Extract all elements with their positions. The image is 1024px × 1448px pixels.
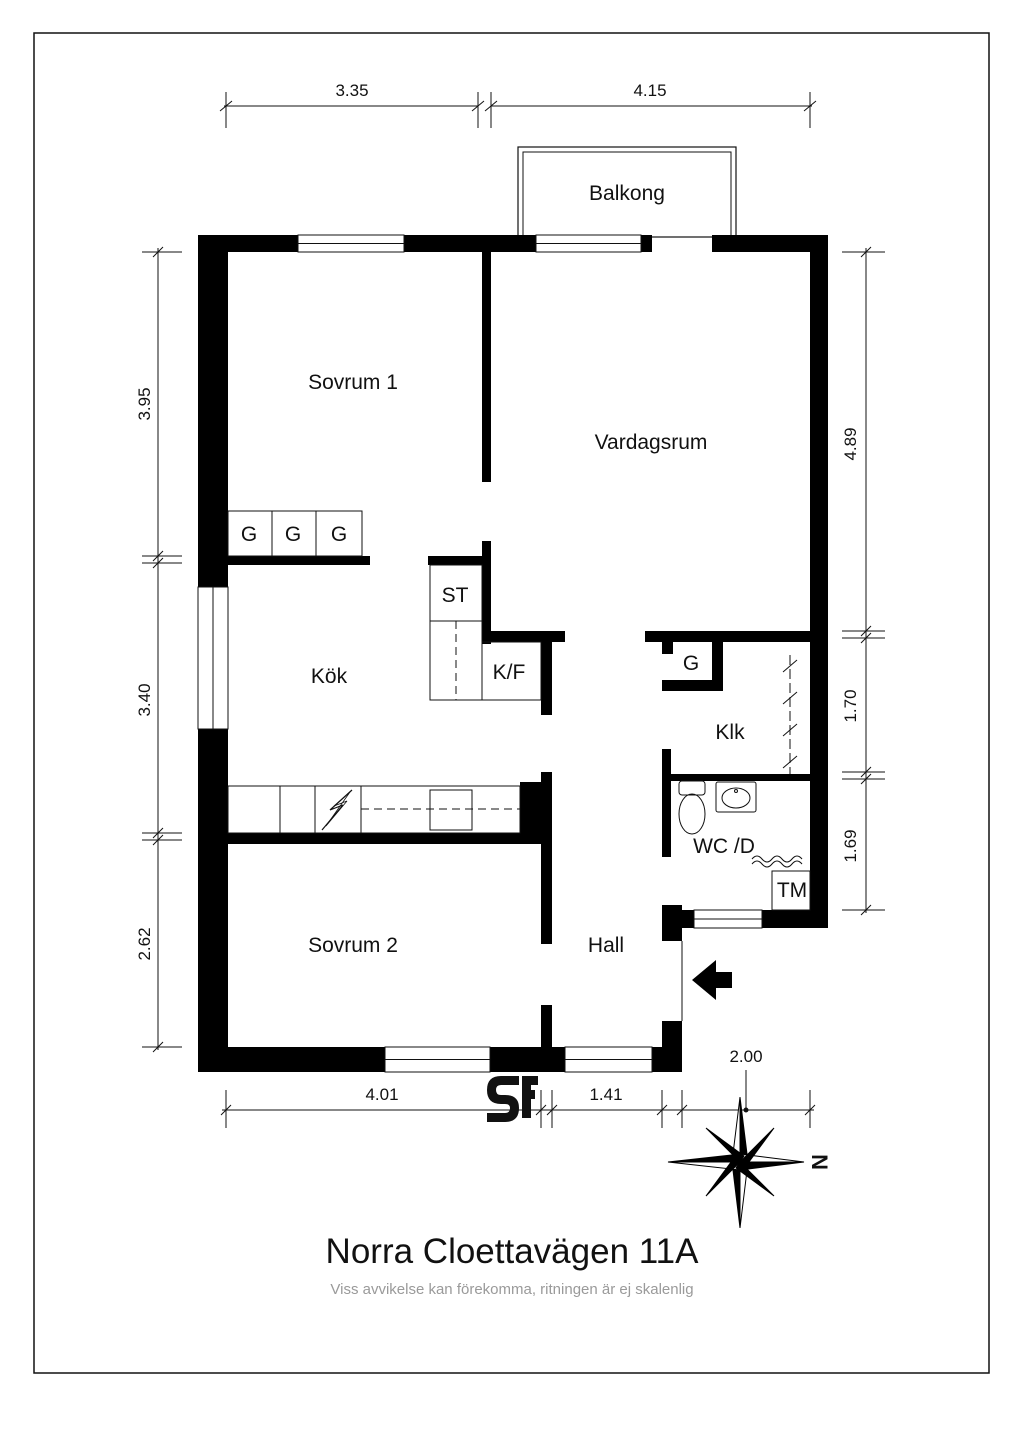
dim-top-right: 4.15 xyxy=(633,81,666,100)
page-frame xyxy=(33,32,990,1374)
kitchen-units xyxy=(429,564,542,701)
company-logo xyxy=(487,1076,538,1122)
room-label-sovrum1: Sovrum 1 xyxy=(308,371,398,394)
windows xyxy=(197,234,763,1073)
room-label-klk: Klk xyxy=(715,721,745,744)
room-labels: Balkong Sovrum 1 Vardagsrum Kök Klk WC /… xyxy=(308,182,755,957)
fixture-labels: G G G ST K/F G TM xyxy=(241,523,807,902)
entrance-arrow-icon xyxy=(692,960,732,1000)
tm-label: TM xyxy=(777,879,807,902)
dim-right-top: 4.89 xyxy=(841,427,860,460)
plan-disclaimer: Viss avvikelse kan förekomma, ritningen … xyxy=(330,1281,694,1298)
wardrobe-label: G xyxy=(331,523,347,546)
dim-right-mid: 1.70 xyxy=(841,689,860,722)
dim-left-mid: 3.40 xyxy=(135,683,154,716)
room-label-hall: Hall xyxy=(588,934,624,957)
radiator-icon xyxy=(751,855,803,868)
wardrobe-label: G xyxy=(285,523,301,546)
compass-rose-icon xyxy=(667,1096,805,1229)
wardrobe-label: G xyxy=(241,523,257,546)
dim-right-bottom: 1.69 xyxy=(841,829,860,862)
kf-label: K/F xyxy=(493,661,526,684)
st-label: ST xyxy=(442,584,469,607)
room-label-vardagsrum: Vardagsrum xyxy=(595,431,708,454)
plan-title: Norra Cloettavägen 11A xyxy=(325,1232,699,1271)
dim-bottom-right: 2.00 xyxy=(729,1047,762,1066)
room-label-wc: WC /D xyxy=(693,835,755,858)
tm-box xyxy=(771,870,811,911)
sink-icon xyxy=(715,781,757,813)
room-label-balkong: Balkong xyxy=(589,182,665,205)
dim-left-bottom: 2.62 xyxy=(135,927,154,960)
dimension-labels: 3.35 4.15 3.95 3.40 2.62 4.89 1.70 1.69 … xyxy=(135,81,860,1104)
closet-rod xyxy=(782,655,798,774)
wardrobes xyxy=(227,510,363,557)
dim-bottom-mid: 1.41 xyxy=(589,1085,622,1104)
room-label-sovrum2: Sovrum 2 xyxy=(308,934,398,957)
compass-north-label: N xyxy=(807,1154,832,1170)
kitchen-counter xyxy=(227,785,521,834)
closet-label: G xyxy=(683,652,699,675)
toilet-icon xyxy=(678,780,706,835)
dim-top-left: 3.35 xyxy=(335,81,368,100)
walls xyxy=(198,235,828,1072)
dim-left-top: 3.95 xyxy=(135,387,154,420)
dim-bottom-left: 4.01 xyxy=(365,1085,398,1104)
room-label-kok: Kök xyxy=(311,665,348,688)
